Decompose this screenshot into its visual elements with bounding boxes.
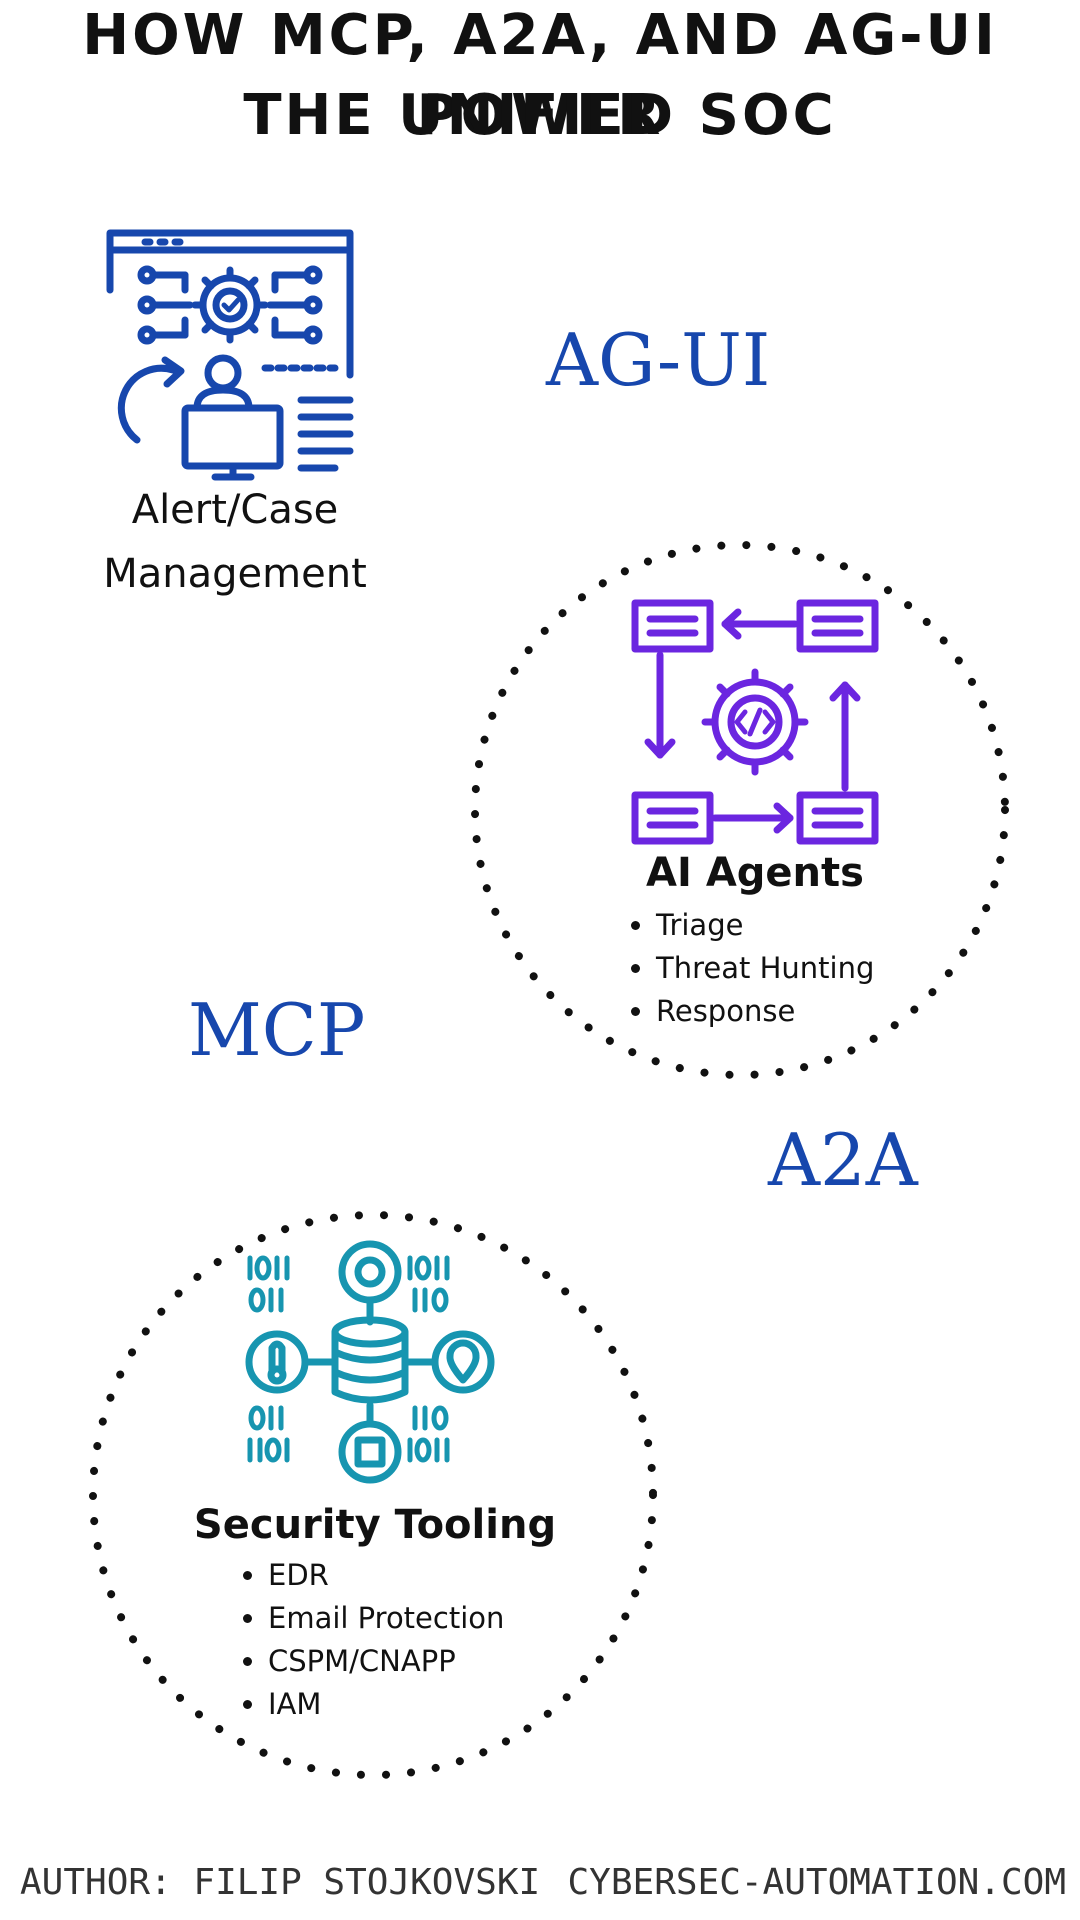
protocol-label-a2a: A2A [768,1118,918,1202]
list-item: EDR [268,1554,504,1597]
security-tooling-list: EDR Email Protection CSPM/CNAPP IAM [232,1554,504,1726]
list-item: Email Protection [268,1597,504,1640]
security-tooling-dotted-circle [89,1211,657,1779]
case-management-label-line-1: Alert/Case [131,487,339,533]
list-item: IAM [268,1683,504,1726]
ai-agents-workflow-icon [631,599,879,845]
footer-author: AUTHOR: FILIP STOJKOVSKI [20,1862,541,1903]
page-title-line-2: THE UNIFIED SOC [243,83,837,148]
ai-agents-list: Triage Threat Hunting Response [620,904,874,1033]
list-item: Response [656,990,874,1033]
case-management-label-line-2: Management [103,551,367,597]
list-item: Triage [656,904,874,947]
ai-agents-title: AI Agents [646,850,864,896]
security-tooling-database-icon [245,1240,495,1484]
page-title-line-1: HOW MCP, A2A, AND AG-UI POWER [82,3,998,148]
protocol-label-mcp: MCP [188,988,366,1072]
protocol-label-ag-ui: AG-UI [546,318,771,402]
list-item: Threat Hunting [656,947,874,990]
security-tooling-title: Security Tooling [193,1502,557,1548]
footer-site-link[interactable]: CYBERSEC-AUTOMATION.COM [567,1862,1067,1903]
alert-case-management-icon [106,229,354,481]
ai-agents-dotted-circle [471,541,1009,1079]
list-item: CSPM/CNAPP [268,1640,504,1683]
